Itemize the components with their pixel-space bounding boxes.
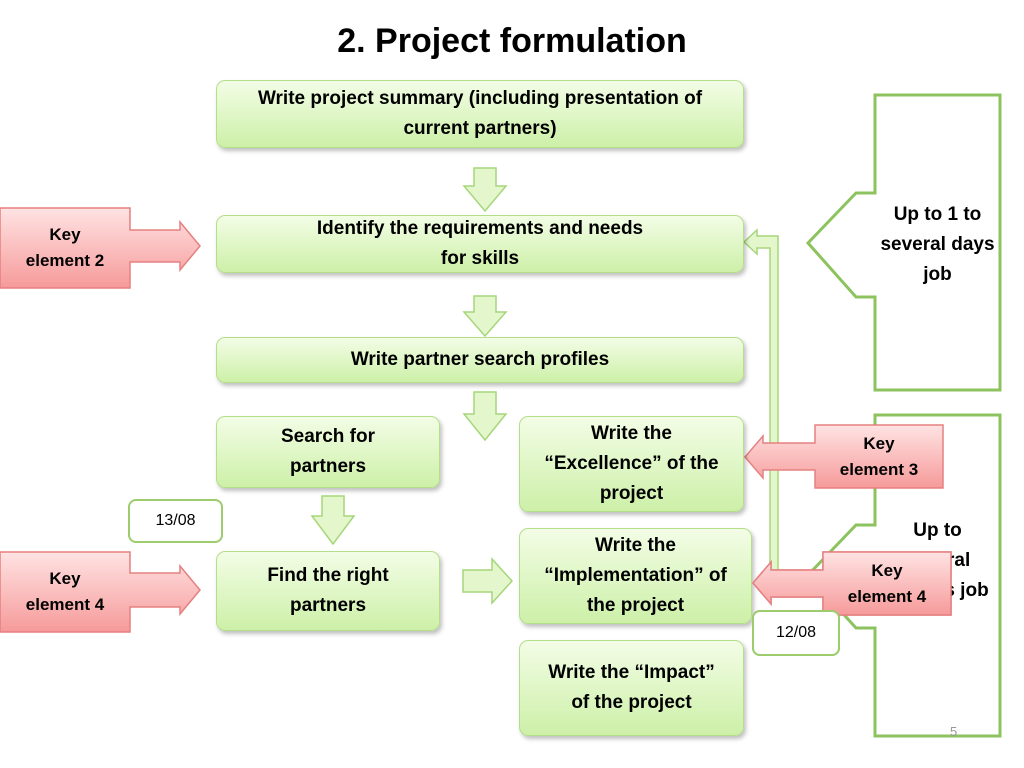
box-write-profiles-label: Write partner search profiles — [350, 349, 610, 370]
box-implementation-label: Write the “Implementation” of the projec… — [544, 535, 727, 616]
right-arrow-find-impl — [462, 557, 514, 605]
box-impact: Write the “Impact” of the project — [519, 640, 744, 736]
feedback-loop — [742, 228, 779, 579]
key-element-2: Key element 2 — [0, 208, 130, 288]
key-element-4-left: Key element 4 — [0, 552, 130, 632]
box-find-partners-label: Find the right partners — [267, 565, 389, 616]
key-element-3-label: Key element 3 — [839, 433, 919, 479]
page-number: 5 — [950, 724, 958, 739]
callout-top-label: Up to 1 to several days job — [880, 204, 995, 285]
down-arrow-3 — [462, 391, 508, 442]
page-title: 2. Project formulation — [337, 22, 687, 60]
box-search-partners-label: Search for partners — [281, 426, 375, 477]
box-search-partners: Search for partners — [216, 416, 440, 488]
key-element-4-right-overlay: Key element 4 — [823, 552, 951, 615]
date-badge-left: 13/08 — [128, 499, 223, 543]
callout-top-text: Up to 1 to several days job — [880, 200, 995, 290]
key-element-4-left-label: Key element 4 — [25, 569, 105, 614]
box-excellence-label: Write the “Excellence” of the project — [544, 423, 719, 504]
box-impact-label: Write the “Impact” of the project — [548, 662, 715, 713]
box-identify-requirements-label: Identify the requirements and needs for … — [316, 218, 644, 269]
down-arrow-4 — [310, 495, 356, 546]
key2-arrow — [0, 207, 201, 289]
key4-left-arrow — [0, 551, 201, 633]
key3-arrow — [744, 424, 944, 489]
box-excellence: Write the “Excellence” of the project — [519, 416, 744, 512]
key-element-3: Key element 3 — [815, 425, 943, 488]
key-element-4-right-overlay-label: Key element 4 — [847, 560, 927, 606]
callout-top-outline — [805, 93, 1002, 392]
box-implementation: Write the “Implementation” of the projec… — [519, 528, 752, 624]
date-badge-left-label: 13/08 — [155, 512, 196, 529]
box-identify-requirements: Identify the requirements and needs for … — [216, 215, 744, 273]
date-badge-right-overlay-label: 12/08 — [775, 624, 817, 641]
date-badge-right-overlay: 12/08 — [752, 610, 840, 656]
box-find-partners: Find the right partners — [216, 551, 440, 631]
down-arrow-2 — [462, 295, 508, 338]
down-arrow-1 — [462, 167, 508, 213]
box-write-summary-label: Write project summary (including present… — [257, 88, 703, 139]
box-write-summary: Write project summary (including present… — [216, 80, 744, 148]
key-element-2-label: Key element 2 — [25, 225, 105, 270]
box-write-profiles: Write partner search profiles — [216, 337, 744, 383]
